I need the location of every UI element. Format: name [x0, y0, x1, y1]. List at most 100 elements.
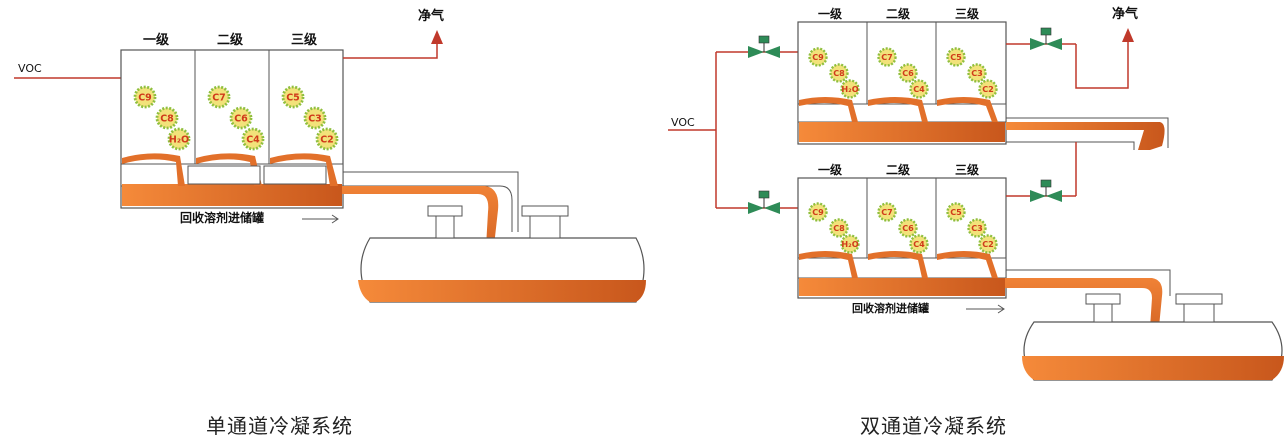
molecule-bubble: H₂O: [840, 79, 860, 99]
molecule-bubble: H₂O: [840, 234, 860, 254]
molecule-label: H₂O: [841, 84, 858, 94]
single-outlet-label: 净气: [418, 8, 444, 24]
molecule-bubble: C4: [241, 127, 265, 151]
molecule-label: C4: [913, 84, 925, 94]
molecule-label: C4: [246, 135, 260, 146]
double-valve-top-inlet: [748, 35, 780, 58]
molecule-label: C9: [812, 52, 824, 62]
molecule-ring: [909, 79, 929, 99]
molecule-bubble: C7: [877, 47, 897, 67]
molecule-label: C5: [950, 52, 962, 62]
molecule-label: C7: [881, 52, 893, 62]
molecule-bubble: C3: [303, 106, 327, 130]
molecule-bubble: C2: [978, 234, 998, 254]
single-inlet-label: VOC: [18, 62, 42, 75]
single-channel-system: VOC 一级 二级 三级 净气: [14, 8, 646, 303]
molecule-bubble: C2: [315, 127, 339, 151]
molecule-ring: [155, 106, 179, 130]
single-collection-liquid: [122, 184, 342, 206]
molecule-bubble: C4: [909, 79, 929, 99]
molecule-ring: [133, 85, 157, 109]
molecule-bubble: C5: [946, 202, 966, 222]
double-valve-bottom-outlet: [1030, 179, 1062, 202]
double-channel-system: VOC 一级 二级 三级: [668, 6, 1284, 381]
molecule-bubble: C5: [946, 47, 966, 67]
molecule-label: C8: [160, 114, 174, 125]
molecule-ring: [167, 127, 191, 151]
molecule-ring: [829, 218, 849, 238]
double-valve-top-outlet: [1030, 27, 1062, 50]
double-top-condenser: [797, 21, 1007, 145]
molecule-label: C7: [212, 93, 226, 104]
double-recovery-label: 回收溶剂进储罐: [852, 301, 929, 315]
double-inlet-label: VOC: [671, 116, 695, 129]
molecule-ring: [967, 218, 987, 238]
molecule-label: C9: [812, 207, 824, 217]
molecule-label: C5: [950, 207, 962, 217]
molecule-bubble: C3: [967, 218, 987, 238]
double-outlet-arrow-icon: [1122, 28, 1134, 42]
molecule-bubble: C3: [967, 63, 987, 83]
molecule-ring: [898, 63, 918, 83]
molecule-ring: [909, 234, 929, 254]
molecule-bubble: C6: [898, 218, 918, 238]
molecule-ring: [877, 202, 897, 222]
molecule-bubble: C6: [898, 63, 918, 83]
molecule-ring: [207, 85, 231, 109]
molecule-label: C2: [982, 239, 994, 249]
molecule-label: C3: [971, 68, 983, 78]
molecule-label: C3: [308, 114, 322, 125]
molecule-ring: [898, 218, 918, 238]
molecule-bubble: C8: [155, 106, 179, 130]
single-stage-3-label: 三级: [291, 32, 318, 48]
single-drain-pipe: [343, 185, 513, 232]
single-stage-1-label: 一级: [143, 32, 170, 48]
molecule-ring: [840, 234, 860, 254]
molecule-label: C7: [881, 207, 893, 217]
molecule-label: H₂O: [169, 135, 189, 146]
molecule-label: C3: [971, 223, 983, 233]
molecule-bubble: C4: [909, 234, 929, 254]
double-top-stage-3-label: 三级: [955, 6, 979, 21]
double-channel-caption: 双通道冷凝系统: [860, 414, 1007, 438]
molecule-ring: [281, 85, 305, 109]
molecule-bubble: C7: [207, 85, 231, 109]
molecule-label: C5: [286, 93, 300, 104]
single-storage-tank: [358, 205, 646, 303]
molecule-ring: [303, 106, 327, 130]
molecule-bubble: C5: [281, 85, 305, 109]
single-channel-caption: 单通道冷凝系统: [206, 414, 353, 438]
molecule-label: C8: [833, 68, 845, 78]
molecule-bubble: C8: [829, 218, 849, 238]
molecule-ring: [229, 106, 253, 130]
double-top-stage-2-label: 二级: [886, 6, 910, 21]
molecule-label: C6: [902, 223, 914, 233]
molecule-bubble: C9: [808, 47, 828, 67]
molecule-bubble: C9: [133, 85, 157, 109]
single-recovery-arrow-icon: [331, 214, 339, 224]
molecule-label: C9: [138, 93, 152, 104]
molecule-ring: [840, 79, 860, 99]
molecule-ring: [808, 47, 828, 67]
molecule-ring: [946, 202, 966, 222]
molecule-label: C6: [902, 68, 914, 78]
molecule-label: H₂O: [841, 239, 858, 249]
molecule-ring: [978, 79, 998, 99]
single-recovery-label: 回收溶剂进储罐: [180, 210, 264, 225]
molecule-ring: [315, 127, 339, 151]
molecule-bubble: C2: [978, 79, 998, 99]
single-stage-2-label: 二级: [217, 32, 244, 48]
molecule-ring: [829, 63, 849, 83]
single-condenser: [120, 49, 344, 209]
single-outlet-arrow-icon: [431, 30, 443, 44]
double-outlet-label: 净气: [1112, 6, 1138, 22]
double-bottom-stage-1-label: 一级: [818, 162, 842, 177]
molecule-bubble: C9: [808, 202, 828, 222]
double-bottom-stage-2-label: 二级: [886, 162, 910, 177]
molecule-ring: [946, 47, 966, 67]
molecule-ring: [808, 202, 828, 222]
molecule-bubble: C8: [829, 63, 849, 83]
single-outlet-pipe: [343, 40, 438, 59]
